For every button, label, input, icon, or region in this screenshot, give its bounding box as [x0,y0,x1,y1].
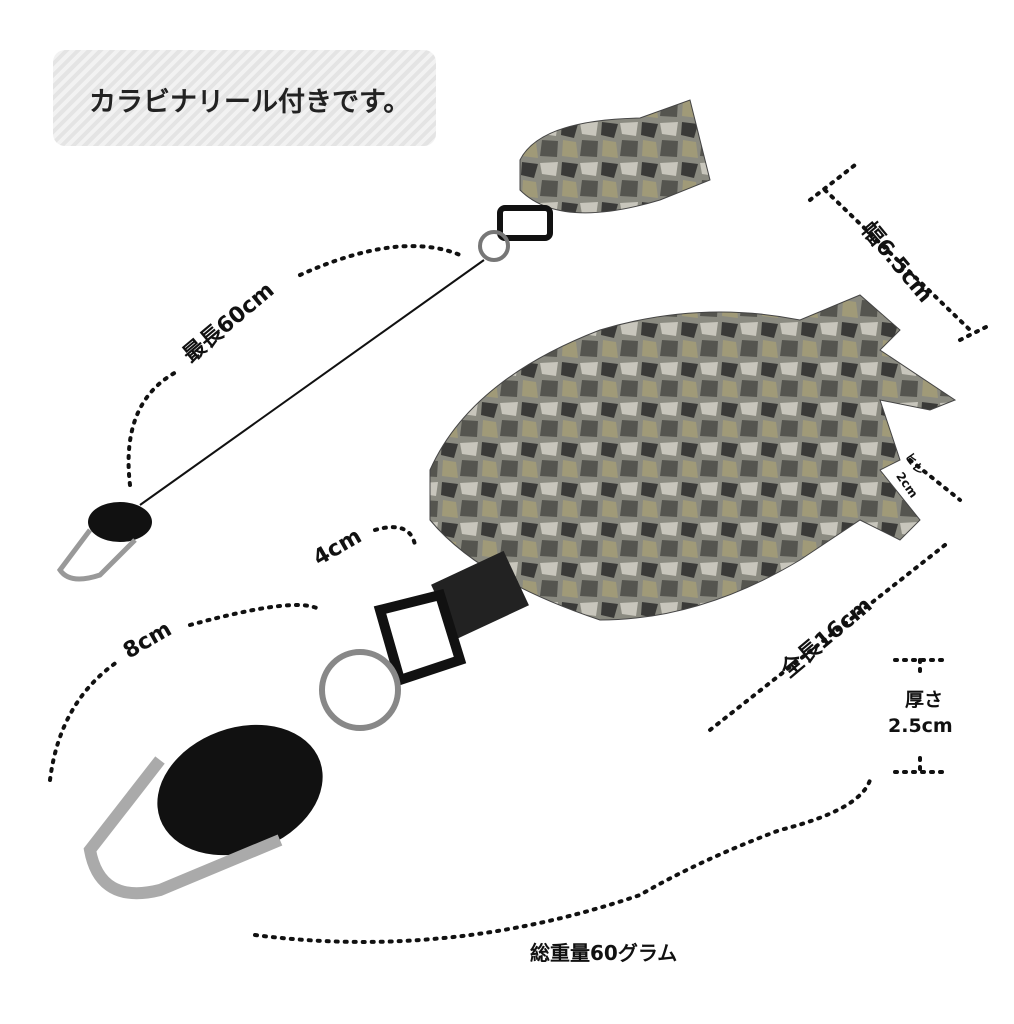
weight-label: 総重量60グラム [530,941,678,965]
thickness-label: 厚さ [905,689,944,711]
banner-text: カラビナリール付きです。 [89,87,411,118]
thickness-value: 2.5cm [888,715,953,737]
dimension-lines [48,163,992,944]
large-product [83,294,957,900]
small-product [56,99,711,582]
feature-banner: カラビナリール付きです。 [53,50,436,146]
